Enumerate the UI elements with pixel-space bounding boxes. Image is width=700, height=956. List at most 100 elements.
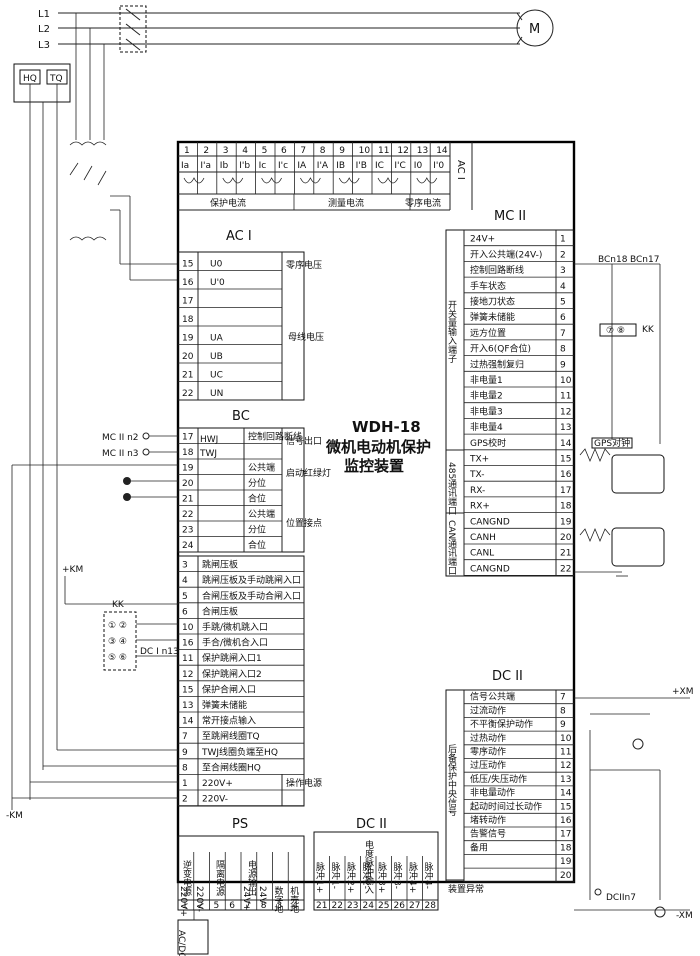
ac1-top-num: 12	[397, 146, 408, 156]
bc-side-position: 位置接点	[286, 517, 322, 529]
dc2-bottom-col-label: 脉冲1+	[314, 861, 325, 893]
bc-low-terminal-num: 7	[182, 732, 188, 742]
ac1-top-num: 2	[203, 146, 209, 156]
mc2-terminal-label: 手车状态	[470, 280, 506, 292]
mc2-terminal-num: 19	[560, 517, 572, 527]
ac1-top-label: IC	[375, 161, 384, 171]
bc-terminal-num: 24	[182, 541, 194, 551]
ps-title: PS	[232, 817, 248, 832]
dc2-terminal-label: 非电量动作	[470, 787, 515, 799]
bc-terminal-num: 17	[182, 433, 193, 443]
mc2-kk-contact: ⑦ ⑧	[606, 326, 625, 336]
mc2-terminal-label: CANGND	[470, 564, 510, 574]
ac1-top-num: 8	[320, 146, 326, 156]
mc2-terminal-num: 13	[560, 423, 571, 433]
ac1-terminal-num: 16	[182, 278, 194, 288]
bc-low-terminal-num: 12	[182, 670, 193, 680]
ac1-terminal-num: 17	[182, 297, 193, 307]
bc-terminal-label: 合位	[248, 493, 266, 505]
dc2-bottom-col-num: 28	[425, 901, 437, 911]
kk-contact-34: ③ ④	[108, 637, 127, 647]
mc2-side-inputs: 开关量输入端子	[446, 300, 457, 363]
dc2-terminal-label: 告警信号	[470, 828, 506, 840]
dc2-bottom-col-label: 脉冲3-	[392, 861, 403, 889]
ps-ac-label: AC/DC 220V	[176, 930, 186, 956]
mc2-terminal-label: 开入公共端(24V-)	[470, 248, 542, 260]
ac1-top-num: 14	[436, 146, 448, 156]
bc-low-terminal-num: 10	[182, 623, 194, 633]
mc2-terminal-label: TX+	[469, 455, 489, 465]
mc2-title: MC II	[494, 209, 526, 224]
ps-col-label: 数字地	[273, 885, 284, 913]
bc-terminal-label: 公共端	[248, 462, 275, 474]
ac1-top-label: I'B	[356, 161, 367, 171]
mc2-terminal-num: 18	[560, 502, 572, 512]
ac1-top-label: I'b	[239, 161, 250, 171]
ps-col-label: 24V-	[257, 886, 267, 906]
dc2-bottom-col-label: 脉冲1-	[330, 861, 341, 889]
mc2-terminal-label: 远方位置	[470, 327, 506, 339]
bc-low-terminal-label: 至跳闸线圈TQ	[202, 730, 260, 742]
dc2-terminal-num: 8	[560, 706, 566, 716]
phase-lines: L1 L2 L3 M	[38, 5, 554, 53]
bc-low-terminal-label: 合闸压板及手动合闸入口	[202, 590, 301, 602]
bc-terminal-label: 分位	[248, 477, 266, 489]
dc2-terminal-label: 信号公共端	[470, 691, 515, 703]
bc-hwj-label: HWJ	[200, 435, 218, 445]
mc2-terminal-label: TX-	[469, 470, 484, 480]
dc2-bottom-col-label: 脉冲4-	[423, 861, 434, 889]
bc-low-terminal-num: 11	[182, 654, 193, 664]
dc1-n13-ref: DC I n13	[140, 647, 179, 657]
dc2-terminal-num: 18	[560, 843, 572, 853]
bc-low-terminal-num: 15	[182, 685, 193, 695]
ac1-top-title: AC I	[455, 160, 466, 180]
ac1-top-label: I'A	[317, 161, 329, 171]
bc-low-terminal-label: 手跳/微机跳入口	[202, 621, 268, 633]
ac1-terminal-num: 19	[182, 334, 194, 344]
bc-terminal-num: 19	[182, 464, 194, 474]
dc2-terminal-num: 15	[560, 802, 571, 812]
ac1-top-label: Ib	[220, 161, 229, 171]
gps-clock-label: GPS对钟	[594, 437, 630, 449]
bcn17-label: BCn17	[630, 255, 659, 265]
dc2-bottom-col-label: 脉冲2-	[361, 861, 372, 889]
dc2-block: DC II 后备保护中央信号 装置异常 +XM -XM DCIIn7 7信号公共…	[445, 669, 693, 921]
mc2-terminal-label: 开入6(QF合位)	[470, 343, 531, 355]
mc2-terminal-label: RX-	[470, 486, 485, 496]
mc2-terminal-label: 非电量4	[470, 421, 503, 433]
ac1-group-protect: 保护电流	[210, 197, 246, 209]
dc2-terminal-num: 10	[560, 734, 572, 744]
bc-low-terminal-label: 至合闸线圈HQ	[202, 761, 261, 773]
bc-low-terminal-num: 5	[182, 592, 188, 602]
ac1-ct-coil	[222, 177, 244, 184]
ac1-top-label: I0	[414, 161, 423, 171]
dc2-terminal-num: 17	[560, 830, 571, 840]
bc-terminal-label: 控制回路断线	[248, 431, 302, 443]
bc-low-terminal-num: 3	[182, 561, 188, 571]
ac1-terminal-label: U'0	[210, 278, 225, 288]
mc2-terminal-label: 非电量3	[470, 405, 503, 417]
ac1-terminal-num: 15	[182, 260, 193, 270]
mc2-terminal-num: 4	[560, 282, 566, 292]
breaker-box	[119, 5, 147, 53]
dc2-bottom-col-num: 22	[332, 901, 343, 911]
ac1-top-label: IA	[297, 161, 307, 171]
bc-side-lamp: 启动红绿灯	[286, 467, 331, 479]
dc2-bottom-col-num: 21	[316, 901, 327, 911]
bc-low-terminal-num: 8	[182, 763, 188, 773]
ac1-top-label: I'C	[394, 161, 405, 171]
ac1-ct-coil	[261, 177, 282, 184]
ac1-top-num: 5	[262, 146, 268, 156]
mc2-terminal-label: RX+	[470, 502, 490, 512]
dc2-terminal-label: 备用	[470, 841, 488, 853]
ps-group-inverter: 逆变电源	[181, 859, 192, 897]
kk-label: KK	[112, 600, 125, 610]
dc2-terminal-num: 20	[560, 871, 572, 881]
dc2-n7-ref: DCIIn7	[606, 893, 636, 903]
minus-km-label: -KM	[6, 811, 23, 821]
mc2-terminal-label: 弹簧未储能	[470, 311, 515, 323]
device-name-line2: 监控装置	[344, 457, 404, 475]
bc-low-terminal-num: 9	[182, 748, 188, 758]
plus-km-label: +KM	[62, 565, 83, 575]
